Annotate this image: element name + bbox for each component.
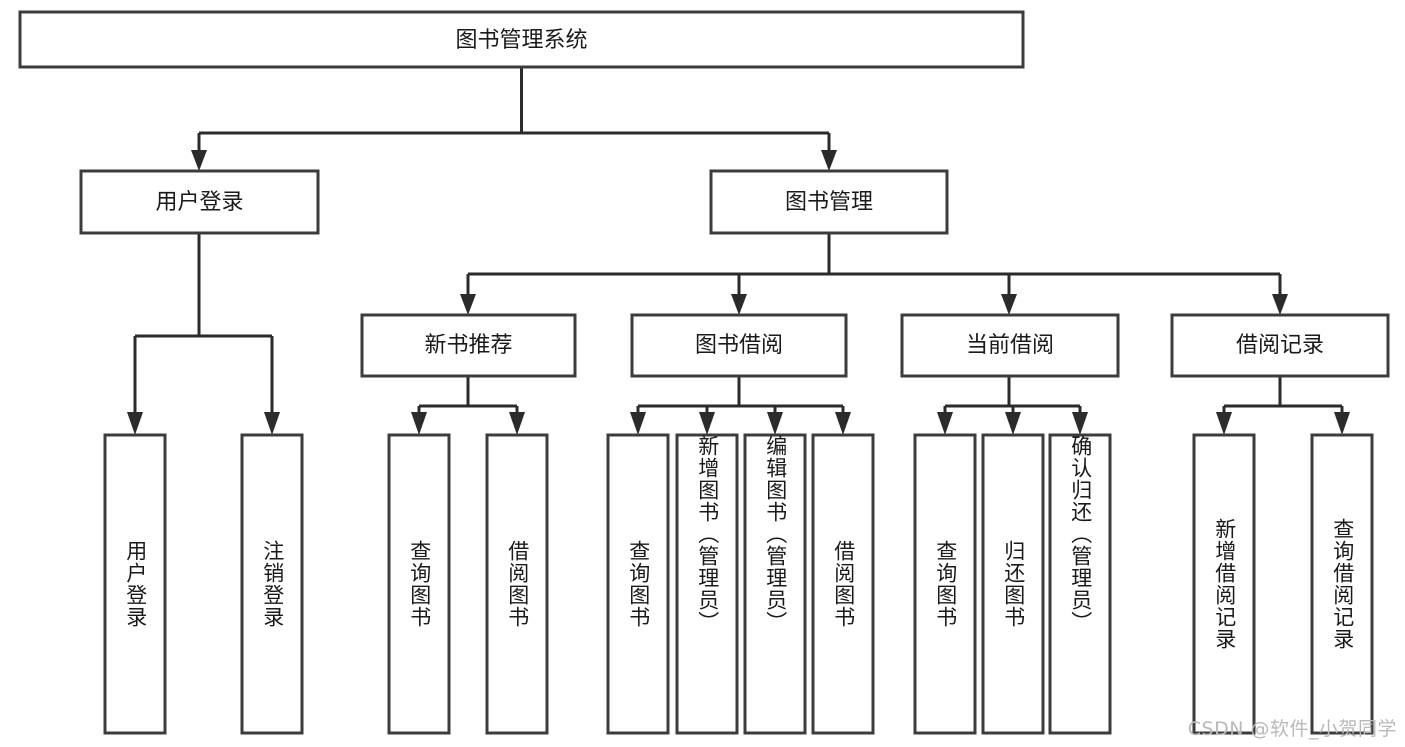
node-current-borrow-label: 当前借阅 bbox=[966, 333, 1054, 358]
connector-group-borrow bbox=[630, 376, 851, 435]
node-book-borrow-label: 图书借阅 bbox=[695, 333, 783, 358]
node-user-login-box[interactable] bbox=[79, 169, 320, 235]
leaf-box-borrow-record-2[interactable] bbox=[1310, 433, 1374, 735]
arrow-manage-1 bbox=[460, 294, 476, 315]
leaf-box-user-login-1[interactable] bbox=[103, 433, 167, 735]
connector-group-current-borrow bbox=[937, 376, 1088, 435]
leaf-box-book-borrow-1[interactable] bbox=[606, 433, 670, 735]
arrow-manage-3 bbox=[1001, 294, 1017, 315]
arrow-newbook-2 bbox=[509, 412, 525, 435]
connector-group-new-book bbox=[411, 376, 525, 435]
arrow-root-to-manage bbox=[821, 150, 837, 171]
arrow-record-2 bbox=[1334, 412, 1350, 435]
arrow-current-3 bbox=[1072, 412, 1088, 435]
leaf-box-new-book-1[interactable] bbox=[387, 433, 451, 735]
leaf-box-borrow-record-1[interactable] bbox=[1192, 433, 1256, 735]
arrow-login-leaf-2 bbox=[264, 412, 280, 435]
arrow-borrow-2 bbox=[699, 412, 715, 435]
leaf-box-new-book-2[interactable] bbox=[485, 433, 549, 735]
node-borrow-record-box[interactable] bbox=[1170, 313, 1390, 378]
node-new-book-label: 新书推荐 bbox=[424, 333, 512, 358]
node-book-manage-box[interactable] bbox=[709, 169, 949, 235]
node-user-login-label: 用户登录 bbox=[155, 190, 243, 215]
connector-group-book-manage bbox=[460, 233, 1288, 315]
leaf-box-user-login-2[interactable] bbox=[240, 433, 304, 735]
connector-group-root bbox=[191, 67, 837, 171]
watermark-text: CSDN @软件_小贺同学 bbox=[1187, 718, 1397, 740]
connector-group-record bbox=[1216, 376, 1350, 435]
arrow-current-1 bbox=[937, 412, 953, 435]
leaf-box-current-borrow-1[interactable] bbox=[913, 433, 977, 735]
node-book-manage-label: 图书管理 bbox=[785, 190, 873, 215]
node-root-label: 图书管理系统 bbox=[455, 28, 587, 53]
arrow-newbook-1 bbox=[411, 412, 427, 435]
node-current-borrow-box[interactable] bbox=[900, 313, 1120, 378]
arrow-borrow-3 bbox=[767, 412, 783, 435]
arrow-root-to-login bbox=[191, 150, 207, 171]
arrow-manage-2 bbox=[731, 294, 747, 315]
arrow-manage-4 bbox=[1272, 294, 1288, 315]
leaf-box-book-borrow-2[interactable] bbox=[675, 433, 739, 735]
arrow-borrow-1 bbox=[630, 412, 646, 435]
node-borrow-record-label: 借阅记录 bbox=[1236, 333, 1324, 358]
leaf-box-current-borrow-2[interactable] bbox=[981, 433, 1045, 735]
leaf-box-book-borrow-4[interactable] bbox=[811, 433, 875, 735]
node-root-box[interactable] bbox=[18, 10, 1025, 69]
leaf-box-current-borrow-3[interactable] bbox=[1048, 433, 1112, 735]
leaf-box-book-borrow-3[interactable] bbox=[743, 433, 807, 735]
connector-group-user-login bbox=[127, 233, 280, 435]
arrow-login-leaf-1 bbox=[127, 412, 143, 435]
node-book-borrow-box[interactable] bbox=[630, 313, 848, 378]
arrow-borrow-4 bbox=[835, 412, 851, 435]
node-new-book-box[interactable] bbox=[360, 313, 577, 378]
arrow-current-2 bbox=[1005, 412, 1021, 435]
arrow-record-1 bbox=[1216, 412, 1232, 435]
